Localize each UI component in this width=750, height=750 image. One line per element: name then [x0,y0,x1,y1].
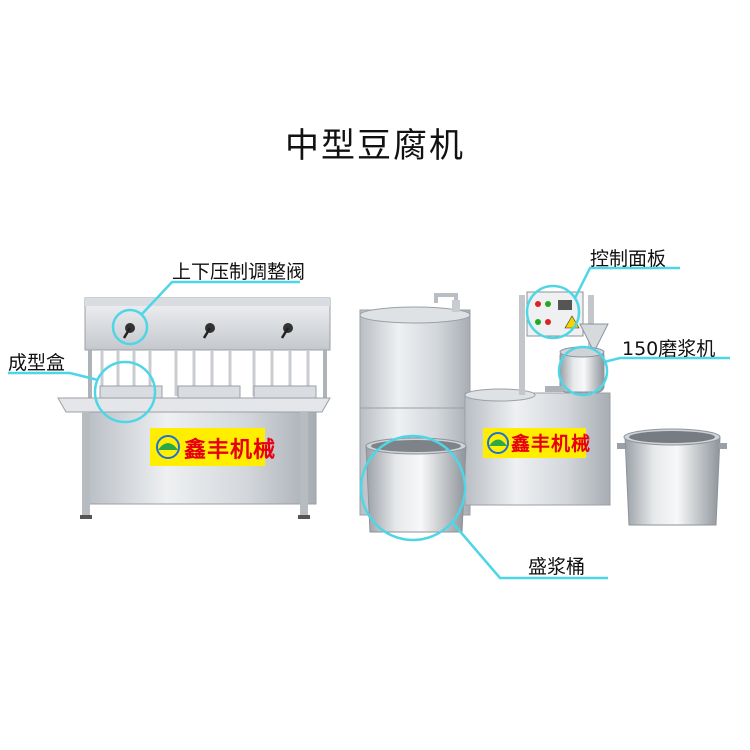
callout-line-mold [8,371,99,382]
callout-circle-mold [93,360,157,424]
callout-circle-grinder [557,345,609,397]
grinder-station [464,291,611,506]
slurry-bucket-side [617,428,727,526]
brand-logo-right [483,428,586,458]
callout-line-grinder [603,356,730,364]
callouts [8,266,730,580]
callout-line-valve [141,280,300,315]
brand-text-right: 鑫丰机械 [511,433,592,455]
callout-circle-valve [111,308,149,346]
page-title: 中型豆腐机 [285,126,465,166]
brand-text-left: 鑫丰机械 [184,438,277,463]
callout-circle-bucket [359,434,467,542]
label-grinder: 150磨浆机 [622,338,716,360]
label-control-panel: 控制面板 [590,248,667,270]
callout-line-bucket [451,521,608,580]
callout-line-panel [573,266,680,299]
callout-circle-panel [525,284,581,340]
label-press-valve: 上下压制调整阀 [172,261,306,283]
label-mold-box: 成型盒 [8,352,66,374]
brand-logo-left [150,428,265,466]
label-slurry-bucket: 盛浆桶 [528,556,586,578]
press-valve-icon [122,323,293,339]
